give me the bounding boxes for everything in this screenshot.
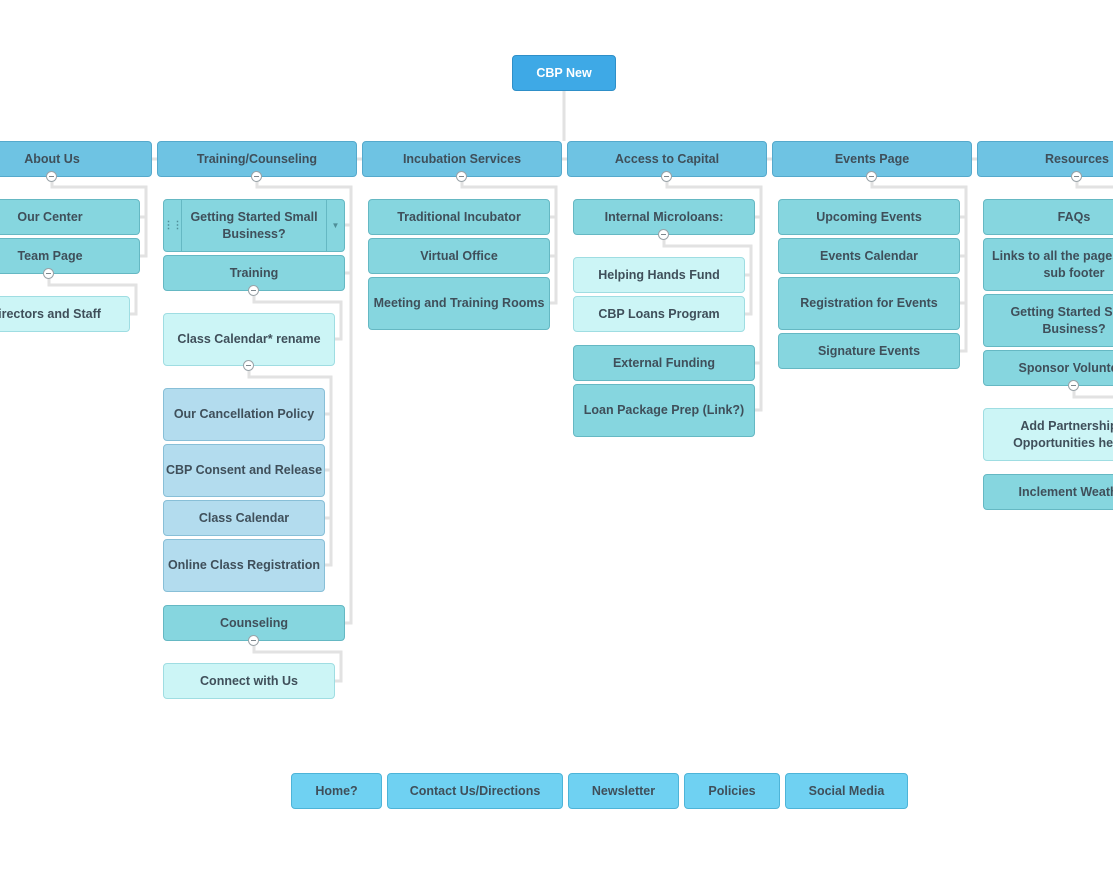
collapse-minus-icon[interactable] [658,229,669,240]
connector-line [252,646,343,683]
page-add-partnership-opportunities[interactable]: Add Partnership Opportunities here [983,408,1113,461]
collapse-minus-icon[interactable] [248,635,259,646]
page-traditional-incubator[interactable]: Traditional Incubator [368,199,550,235]
page-loan-package-prep[interactable]: Loan Package Prep (Link?) [573,384,755,437]
page-class-calendar-rename[interactable]: Class Calendar* rename [163,313,335,366]
page-faqs[interactable]: FAQs [983,199,1113,235]
utility-contact-us[interactable]: Contact Us/Directions [387,773,563,809]
connector-line [50,182,148,258]
page-our-center[interactable]: Our Center [0,199,140,235]
chevron-down-icon[interactable]: ▼ [326,200,344,251]
page-online-class-registration[interactable]: Online Class Registration [163,539,325,592]
page-registration-for-events[interactable]: Registration for Events [778,277,960,330]
collapse-minus-icon[interactable] [661,171,672,182]
collapse-minus-icon[interactable] [866,171,877,182]
page-connect-with-us[interactable]: Connect with Us [163,663,335,699]
utility-policies[interactable]: Policies [684,773,780,809]
connector-line [665,182,763,412]
page-team-page[interactable]: Team Page [0,238,140,274]
page-external-funding[interactable]: External Funding [573,345,755,381]
collapse-minus-icon[interactable] [46,171,57,182]
connector-line [1075,182,1113,189]
collapse-minus-icon[interactable] [1068,380,1079,391]
collapse-minus-icon[interactable] [456,171,467,182]
connector-line [247,371,333,567]
page-sponsor-volunteer[interactable]: Sponsor Volunteer [983,350,1113,386]
page-resources-getting-started[interactable]: Getting Started Small Business? [983,294,1113,347]
root-node[interactable]: CBP New [512,55,616,91]
page-meeting-and-training-rooms[interactable]: Meeting and Training Rooms [368,277,550,330]
category-about-us[interactable]: About Us [0,141,152,177]
page-virtual-office[interactable]: Virtual Office [368,238,550,274]
page-our-cancellation-policy[interactable]: Our Cancellation Policy [163,388,325,441]
drag-handle-icon[interactable]: ⋮⋮ [164,200,183,251]
page-upcoming-events[interactable]: Upcoming Events [778,199,960,235]
utility-social-media[interactable]: Social Media [785,773,908,809]
page-class-calendar[interactable]: Class Calendar [163,500,325,536]
connector-line [255,182,353,625]
connector-line [1072,391,1113,399]
utility-newsletter[interactable]: Newsletter [568,773,679,809]
page-events-calendar[interactable]: Events Calendar [778,238,960,274]
connector-line [460,182,558,305]
category-access-to-capital[interactable]: Access to Capital [567,141,767,177]
page-cbp-consent-and-release[interactable]: CBP Consent and Release [163,444,325,497]
node-label: Getting Started Small Business? [190,209,318,241]
collapse-minus-icon[interactable] [243,360,254,371]
connector-line [252,296,343,341]
connector-line [47,279,138,316]
page-helping-hands-fund[interactable]: Helping Hands Fund [573,257,745,293]
collapse-minus-icon[interactable] [1071,171,1082,182]
page-directors-and-staff[interactable]: Directors and Staff [0,296,130,332]
page-signature-events[interactable]: Signature Events [778,333,960,369]
connector-line [870,182,968,353]
page-inclement-weather[interactable]: Inclement Weather [983,474,1113,510]
page-cbp-loans-program[interactable]: CBP Loans Program [573,296,745,332]
collapse-minus-icon[interactable] [43,268,54,279]
page-getting-started-small-business[interactable]: ⋮⋮ Getting Started Small Business? ▼ [163,199,345,252]
category-resources[interactable]: Resources [977,141,1113,177]
collapse-minus-icon[interactable] [251,171,262,182]
collapse-minus-icon[interactable] [248,285,259,296]
utility-home[interactable]: Home? [291,773,382,809]
connector-line [662,240,753,316]
